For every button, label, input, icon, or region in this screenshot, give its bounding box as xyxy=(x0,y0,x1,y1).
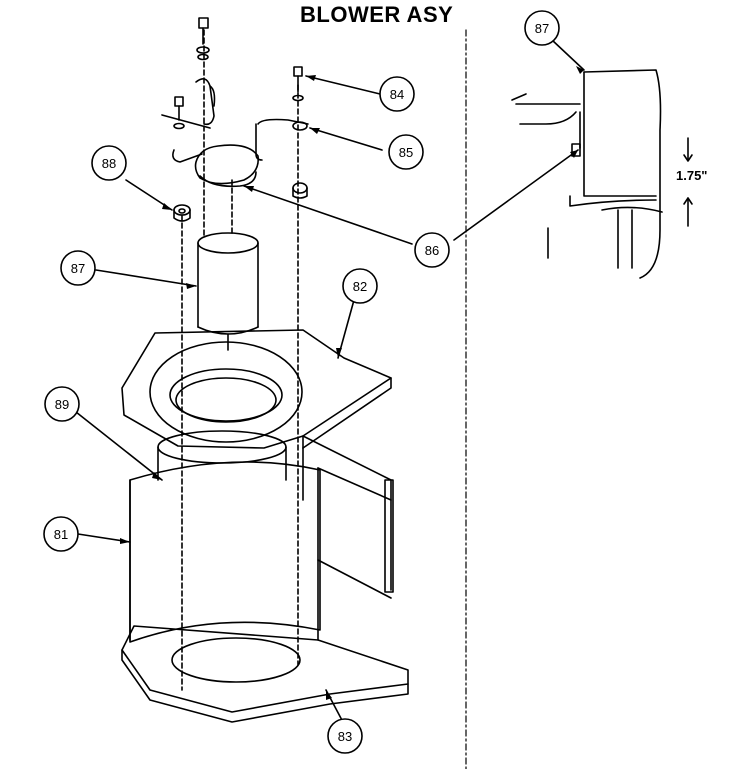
arrow-84 xyxy=(306,75,316,81)
leader-87 xyxy=(95,269,197,287)
callout-87-detail: 87 xyxy=(535,21,549,36)
arrow-88 xyxy=(162,203,172,210)
callout-88-circle xyxy=(91,145,127,181)
callout-84-circle xyxy=(379,76,415,112)
blower-bottom-plate xyxy=(121,625,409,723)
callout-89-circle xyxy=(44,386,80,422)
callout-82-circle xyxy=(342,268,378,304)
bolt-left-arm xyxy=(173,96,185,130)
dimension-label: 1.75" xyxy=(676,168,708,183)
callout-86: 86 xyxy=(425,243,439,258)
arrow-87-detail xyxy=(576,66,584,74)
leader-84 xyxy=(305,75,381,95)
leader-87-detail xyxy=(551,39,585,71)
arrow-85 xyxy=(310,128,320,134)
callout-87-circle xyxy=(60,250,96,286)
arrow-87 xyxy=(186,283,196,289)
blower-wheel xyxy=(157,430,287,481)
arrow-89 xyxy=(152,472,162,480)
callout-84: 84 xyxy=(390,87,404,102)
grommet-88 xyxy=(173,204,191,222)
leader-89 xyxy=(75,411,163,481)
callout-83-circle xyxy=(327,718,363,754)
callout-81: 81 xyxy=(54,527,68,542)
leader-86a xyxy=(243,185,413,245)
callout-85-circle xyxy=(388,134,424,170)
callout-81-circle xyxy=(43,516,79,552)
callout-88: 88 xyxy=(102,156,116,171)
arrow-86a xyxy=(244,186,254,192)
motor-mount-bracket xyxy=(172,78,309,199)
blower-housing xyxy=(129,435,394,643)
bolt-84 xyxy=(292,66,304,102)
arrow-86b xyxy=(570,150,578,158)
callout-87: 87 xyxy=(71,261,85,276)
callout-82: 82 xyxy=(353,279,367,294)
diagram-title: BLOWER ASY xyxy=(300,2,454,27)
bolt-top-left xyxy=(196,17,210,61)
arrow-81 xyxy=(120,538,130,544)
callout-85: 85 xyxy=(399,145,413,160)
callout-89: 89 xyxy=(55,397,69,412)
blower-top-plate xyxy=(121,329,392,449)
callout-87-detail-circle xyxy=(524,10,560,46)
callout-86-circle xyxy=(414,232,450,268)
callout-83: 83 xyxy=(338,729,352,744)
arrow-82 xyxy=(336,348,342,358)
arrow-83 xyxy=(326,690,332,700)
leader-85 xyxy=(309,127,383,151)
leader-86b xyxy=(453,149,579,241)
detail-view-motor xyxy=(511,69,693,279)
